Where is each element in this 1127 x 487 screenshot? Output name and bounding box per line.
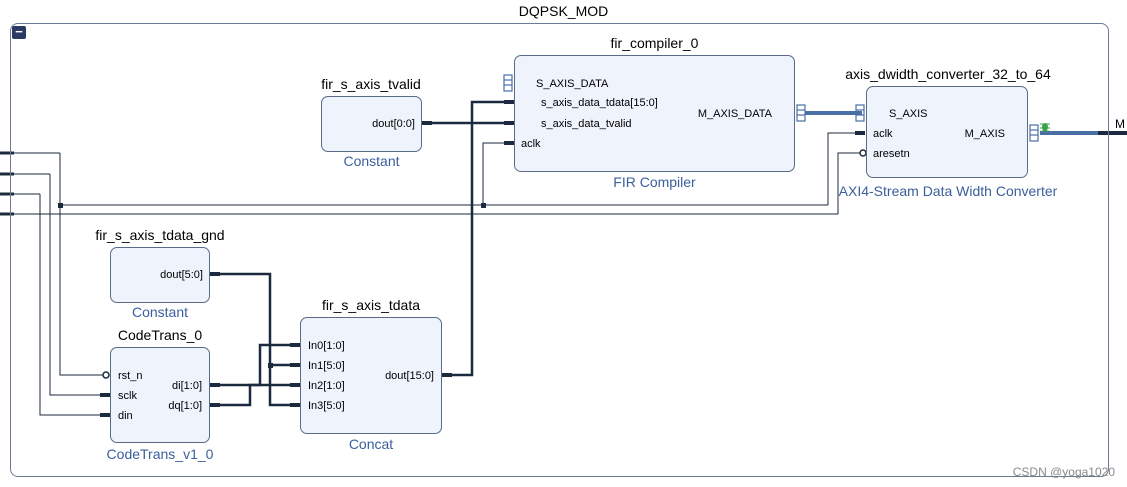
bus-interface-icon	[855, 104, 865, 122]
tvalid-dout-port: dout[0:0]	[372, 118, 415, 130]
fir-ip-type: FIR Compiler	[613, 174, 696, 190]
fir-tdata-port: s_axis_data_tdata[15:0]	[541, 97, 658, 109]
bus-interface-icon	[1029, 124, 1039, 142]
dwidth-s-axis-port[interactable]: S_AXIS	[889, 108, 928, 120]
fir-instance-name: fir_compiler_0	[610, 35, 699, 51]
concat-in3-port: In3[5:0]	[308, 400, 345, 412]
concat-dout-port: dout[15:0]	[385, 370, 434, 382]
dwidth-ip-type: AXI4-Stream Data Width Converter	[838, 183, 1058, 199]
gnd-ip-type: Constant	[131, 304, 189, 320]
concat-in1-port: In1[5:0]	[308, 360, 345, 372]
concat-block[interactable]: In0[1:0] In1[5:0] In2[1:0] In3[5:0] dout…	[300, 317, 442, 434]
wire-gnd	[210, 272, 300, 407]
dwidth-aclk-port: aclk	[873, 128, 893, 140]
codetrans-instance-name: CodeTrans_0	[117, 327, 203, 343]
collapse-button[interactable]: −	[12, 25, 26, 39]
codetrans-sclk-port: sclk	[118, 390, 137, 402]
hierarchy-title: DQPSK_MOD	[518, 3, 609, 19]
tvalid-ip-type: Constant	[343, 153, 400, 169]
wire-dq	[210, 383, 300, 407]
dwidth-m-axis-port[interactable]: M_AXIS	[964, 128, 1005, 140]
hierarchy-boundary[interactable]	[10, 23, 1109, 477]
gnd-instance-name: fir_s_axis_tdata_gnd	[95, 227, 225, 243]
concat-in0-port: In0[1:0]	[308, 340, 345, 352]
wire-din	[39, 194, 110, 416]
tvalid-block[interactable]: dout[0:0]	[321, 96, 422, 152]
codetrans-ip-type: CodeTrans_v1_0	[106, 446, 214, 462]
bus-interface-icon	[503, 74, 513, 92]
dwidth-aresetn-port: aresetn	[873, 148, 910, 160]
fir-compiler-block[interactable]: S_AXIS_DATA s_axis_data_tdata[15:0] s_ax…	[514, 55, 795, 172]
wire-dwidth-aclk	[827, 132, 865, 205]
codetrans-din-port: din	[118, 410, 133, 422]
fir-tvalid-port: s_axis_data_tvalid	[541, 118, 632, 130]
tvalid-instance-name: fir_s_axis_tvalid	[321, 76, 421, 92]
gnd-constant-block[interactable]: dout[5:0]	[110, 247, 210, 303]
wire-tdata	[442, 100, 514, 377]
codetrans-di-port: di[1:0]	[172, 380, 202, 392]
wire-aresetn	[837, 152, 861, 214]
concat-instance-name: fir_s_axis_tdata	[321, 297, 421, 313]
wire-fir-aclk	[482, 142, 514, 205]
dwidth-converter-block[interactable]: S_AXIS aclk aresetn M_AXIS	[866, 86, 1028, 178]
fir-s-axis-data-port[interactable]: S_AXIS_DATA	[536, 78, 609, 90]
dwidth-instance-name: axis_dwidth_converter_32_to_64	[845, 66, 1051, 82]
bus-interface-icon	[796, 104, 806, 122]
concat-ip-type: Concat	[348, 436, 394, 452]
wire-rst-n	[59, 153, 104, 376]
watermark: CSDN @yoga1020	[1012, 465, 1115, 479]
fir-m-axis-data-port[interactable]: M_AXIS_DATA	[697, 108, 772, 120]
wire-sclk	[49, 174, 110, 396]
wire-di	[210, 343, 300, 387]
codetrans-rst-n-port: rst_n	[118, 370, 143, 382]
gnd-dout-port: dout[5:0]	[160, 269, 203, 281]
debug-bug-icon	[1040, 123, 1050, 132]
fir-aclk-port: aclk	[521, 138, 541, 150]
codetrans-dq-port: dq[1:0]	[168, 400, 202, 412]
external-m-axis-label: M	[1115, 117, 1125, 131]
codetrans-block[interactable]: rst_n sclk din di[1:0] dq[1:0]	[110, 347, 210, 443]
concat-in2-port: In2[1:0]	[308, 380, 345, 392]
